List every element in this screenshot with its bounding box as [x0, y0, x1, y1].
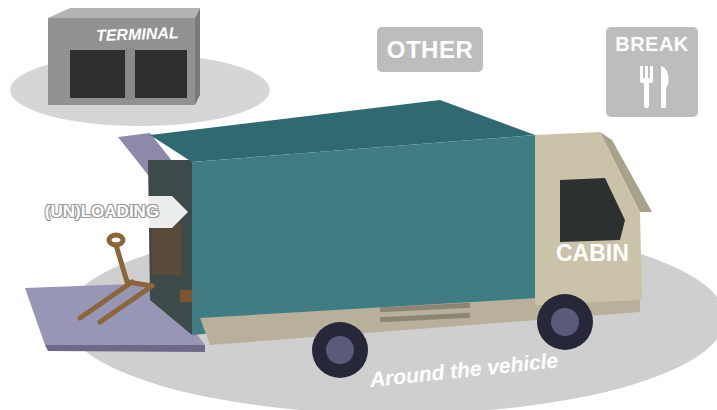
wheel-hub [551, 308, 579, 336]
pallet-jack [80, 235, 152, 322]
category-box: BREAK [606, 27, 698, 117]
building-opening [70, 50, 125, 98]
chassis-rail [380, 313, 470, 323]
cargo-interior [148, 160, 192, 335]
building-top [48, 8, 200, 18]
cabin-window [560, 178, 625, 242]
building-front [48, 18, 195, 105]
cargo-box [152, 225, 182, 275]
building-side [195, 8, 200, 105]
node-text: BREAK [615, 33, 689, 56]
area-label: Around the vehicle [369, 348, 560, 392]
ramp-edge [45, 345, 205, 352]
chassis-rail [380, 303, 470, 313]
category-box: OTHER [377, 27, 483, 72]
cabin-body [535, 132, 642, 305]
arrow-tag-outline [30, 196, 188, 228]
node-text: (UN)LOADING [45, 202, 173, 222]
fork-knife-icon [640, 66, 669, 108]
wheel-hub [326, 336, 354, 364]
arrow-tag: (UN)LOADING [30, 196, 188, 228]
wheel [537, 294, 593, 350]
wheel [312, 322, 368, 378]
node-text: OTHER [387, 36, 474, 64]
building-pillar [125, 48, 135, 100]
cabin-label: CABIN [556, 240, 629, 267]
building-label: TERMINAL [96, 24, 179, 45]
cabin-edge [600, 132, 652, 212]
building-opening [135, 50, 187, 98]
